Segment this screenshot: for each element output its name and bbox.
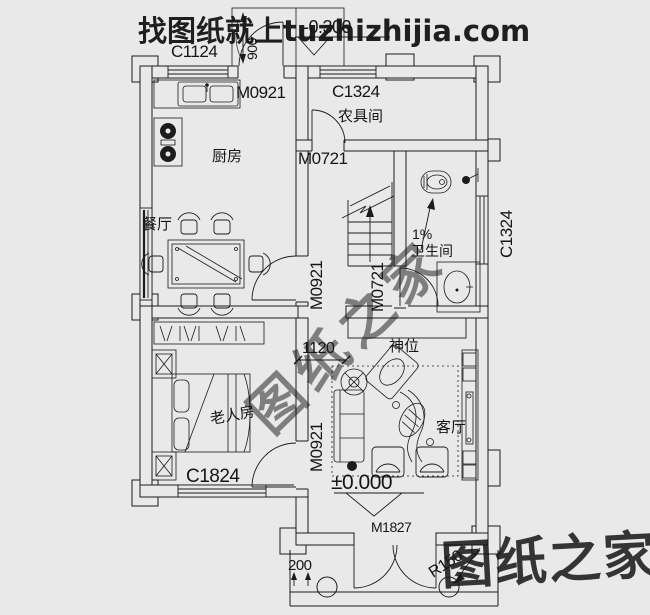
label-shrine: 神位	[389, 338, 419, 355]
shrine-niche	[347, 317, 467, 339]
porch-column	[438, 576, 460, 598]
nightstand-bottom	[151, 451, 177, 481]
furniture	[141, 79, 481, 481]
label-m0721-top: M0721	[298, 149, 348, 168]
label-dim-900: 900	[244, 37, 260, 60]
wash-basin	[436, 261, 481, 313]
label-tool-room: 农具间	[338, 108, 383, 125]
entry-porch	[289, 550, 499, 607]
dining-table	[167, 239, 245, 289]
label-level-porch: -0.300	[303, 17, 352, 37]
level-marker-porch	[295, 36, 390, 56]
chaise-curve	[399, 391, 417, 463]
window-c1124	[167, 65, 229, 79]
wall-left-lower	[139, 305, 153, 498]
label-c1124: C1124	[171, 42, 217, 61]
door-toolroom	[311, 109, 346, 145]
tv	[465, 391, 474, 445]
label-c1324-right: C1324	[497, 210, 516, 258]
sofa-set	[331, 344, 459, 478]
leader-r150	[453, 547, 481, 584]
label-c1824: C1824	[186, 466, 240, 487]
window-c1324-top	[319, 65, 377, 79]
label-m0921-dining: M0921	[307, 260, 326, 310]
nightstand-top	[151, 349, 177, 379]
wall-entry-right	[435, 532, 489, 546]
lounge-chair	[365, 344, 419, 400]
label-bathroom: 卫生间	[411, 243, 453, 259]
stair-break-line	[341, 195, 395, 219]
window-dining-left	[139, 207, 153, 301]
tv-cabinet	[461, 349, 479, 481]
wall-entry-left	[295, 532, 355, 546]
squat-toilet	[420, 170, 452, 194]
dim-1120	[293, 355, 351, 365]
window-c1824	[177, 484, 267, 498]
chaise-curve	[407, 389, 425, 463]
shower-head	[462, 168, 479, 184]
label-m0721-bath: M0721	[368, 262, 387, 312]
wardrobe	[153, 321, 265, 345]
door-back	[238, 21, 284, 67]
label-kitchen: 厨房	[212, 148, 242, 165]
door-bedroom	[251, 442, 297, 488]
label-c1324-top: C1324	[332, 82, 380, 101]
coffee-table	[398, 402, 426, 438]
rug	[331, 365, 459, 477]
label-m0921-bedroom: M0921	[307, 422, 326, 472]
slope-arrow	[420, 198, 435, 251]
wall-toolroom-floor	[295, 139, 489, 152]
label-m1827: M1827	[371, 519, 412, 535]
labels: C1124 M0921 C1324 农具间 M0721 厨房 餐厅 M0921 …	[142, 17, 516, 581]
dim-200	[291, 572, 311, 586]
door-dining	[251, 255, 297, 301]
kitchen-stove	[153, 117, 183, 167]
wall-right-upper	[475, 65, 489, 319]
label-dining: 餐厅	[142, 216, 172, 233]
porch-column	[316, 576, 338, 598]
label-dim-1120: 1120	[302, 340, 335, 357]
door-entry-double	[353, 544, 437, 589]
doors	[238, 21, 439, 589]
kitchen-sink	[153, 79, 241, 109]
label-dim-200: 200	[288, 557, 312, 574]
pillow	[173, 379, 190, 413]
watermark-bottom: 图纸之家	[439, 525, 650, 597]
windows	[139, 65, 489, 498]
side-table	[340, 368, 368, 396]
window-c1324-right	[475, 195, 489, 265]
bed	[171, 373, 251, 453]
label-living: 客厅	[436, 419, 466, 436]
pillow	[173, 417, 190, 451]
label-level-ground: ±0.000	[331, 471, 392, 494]
staircase	[341, 182, 395, 267]
label-slope: 1%	[412, 226, 432, 242]
dimensions	[235, 12, 481, 586]
watermark-top: 找图纸就上tuzhizhijia.com	[138, 14, 530, 48]
dim-900	[235, 12, 246, 64]
label-m0921-back: M0921	[236, 83, 286, 102]
wall-hall-divider	[295, 65, 309, 307]
level-marker-ground	[334, 492, 424, 517]
